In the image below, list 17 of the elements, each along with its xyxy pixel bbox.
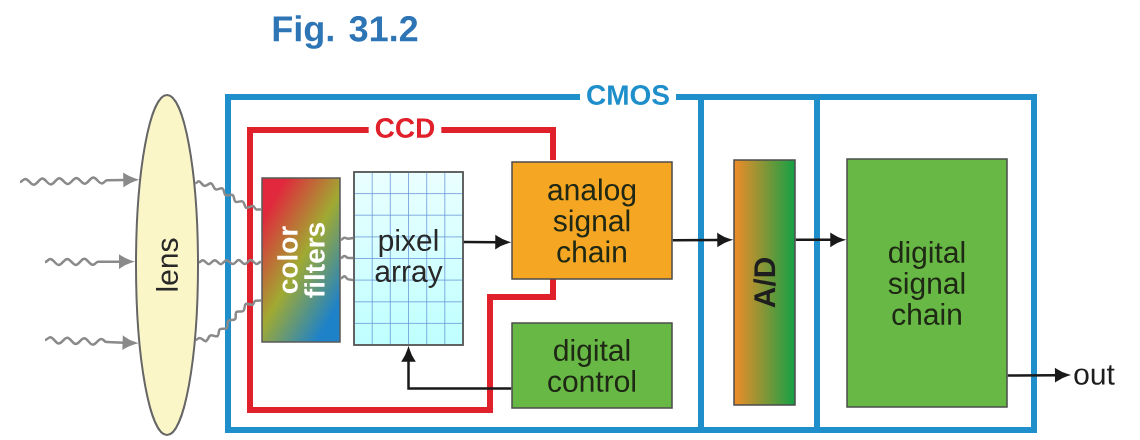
process-box: digital signal chain bbox=[846, 158, 1008, 408]
converter-bar: A/D bbox=[733, 159, 796, 406]
arrow bbox=[463, 235, 509, 249]
color-filter-block: color filters bbox=[261, 177, 341, 343]
arrow bbox=[44, 255, 133, 268]
figure-title: Fig. 31.2 bbox=[273, 15, 418, 49]
arrow bbox=[672, 233, 731, 247]
arrow bbox=[1007, 368, 1068, 382]
arrow bbox=[19, 173, 137, 187]
arrow bbox=[402, 348, 512, 390]
node-label: CCD bbox=[375, 118, 435, 138]
pixel-array-grid: pixel array bbox=[353, 171, 464, 346]
output-label: out bbox=[1074, 365, 1115, 385]
arrow bbox=[795, 233, 844, 247]
process-box: analog signal chain bbox=[511, 161, 673, 280]
arrow bbox=[44, 335, 136, 349]
process-box: digital control bbox=[511, 322, 673, 409]
